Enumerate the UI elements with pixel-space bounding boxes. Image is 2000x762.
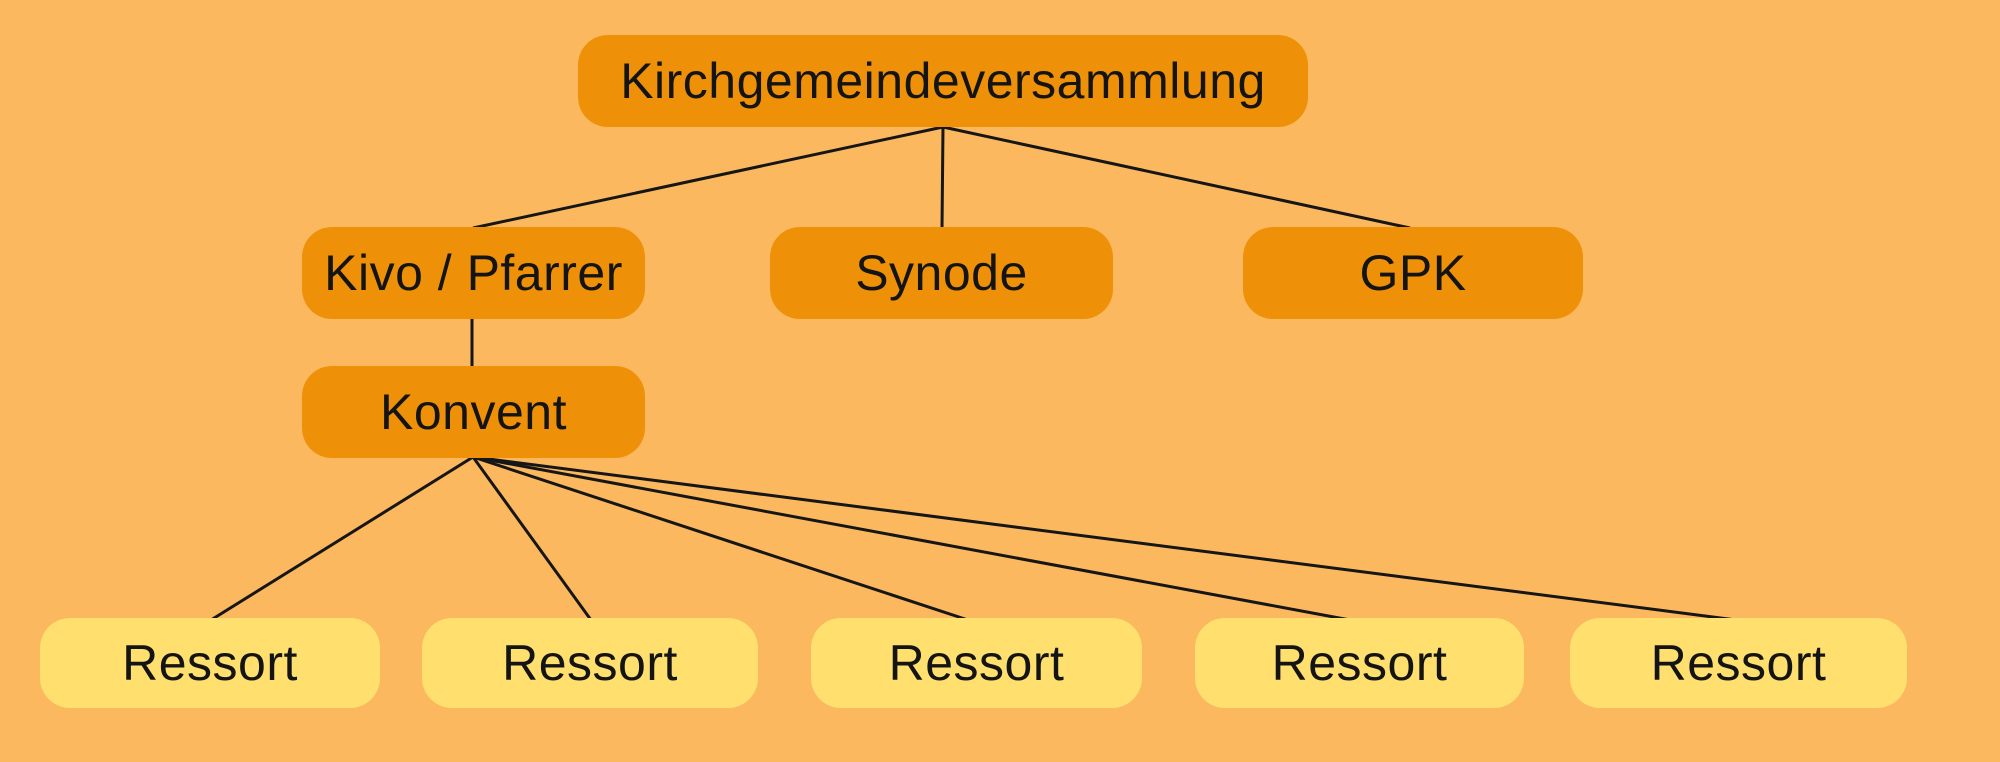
edge-root-kivo: [472, 125, 944, 230]
edge-konvent-ressort-3: [472, 455, 969, 622]
edge-konvent-ressort-4: [472, 455, 1351, 622]
node-konvent: Konvent: [302, 366, 645, 458]
node-ressort-4: Ressort: [1195, 618, 1524, 708]
node-synode: Synode: [770, 227, 1113, 319]
node-ressort-1: Ressort: [40, 618, 380, 708]
edge-konvent-ressort-2: [471, 456, 593, 621]
edge-root-synode: [940, 126, 945, 229]
node-kirchgemeindeversammlung: Kirchgemeindeversammlung: [578, 35, 1308, 127]
node-ressort-2: Ressort: [422, 618, 758, 708]
node-ressort-3: Ressort: [811, 618, 1142, 708]
edge-root-gpk: [942, 125, 1411, 230]
edge-konvent-ressort-1: [210, 455, 474, 622]
node-ressort-5: Ressort: [1570, 618, 1907, 708]
node-gpk: GPK: [1243, 227, 1583, 319]
edge-konvent-ressort-5: [472, 455, 1737, 622]
node-kivo-pfarrer: Kivo / Pfarrer: [302, 227, 645, 319]
